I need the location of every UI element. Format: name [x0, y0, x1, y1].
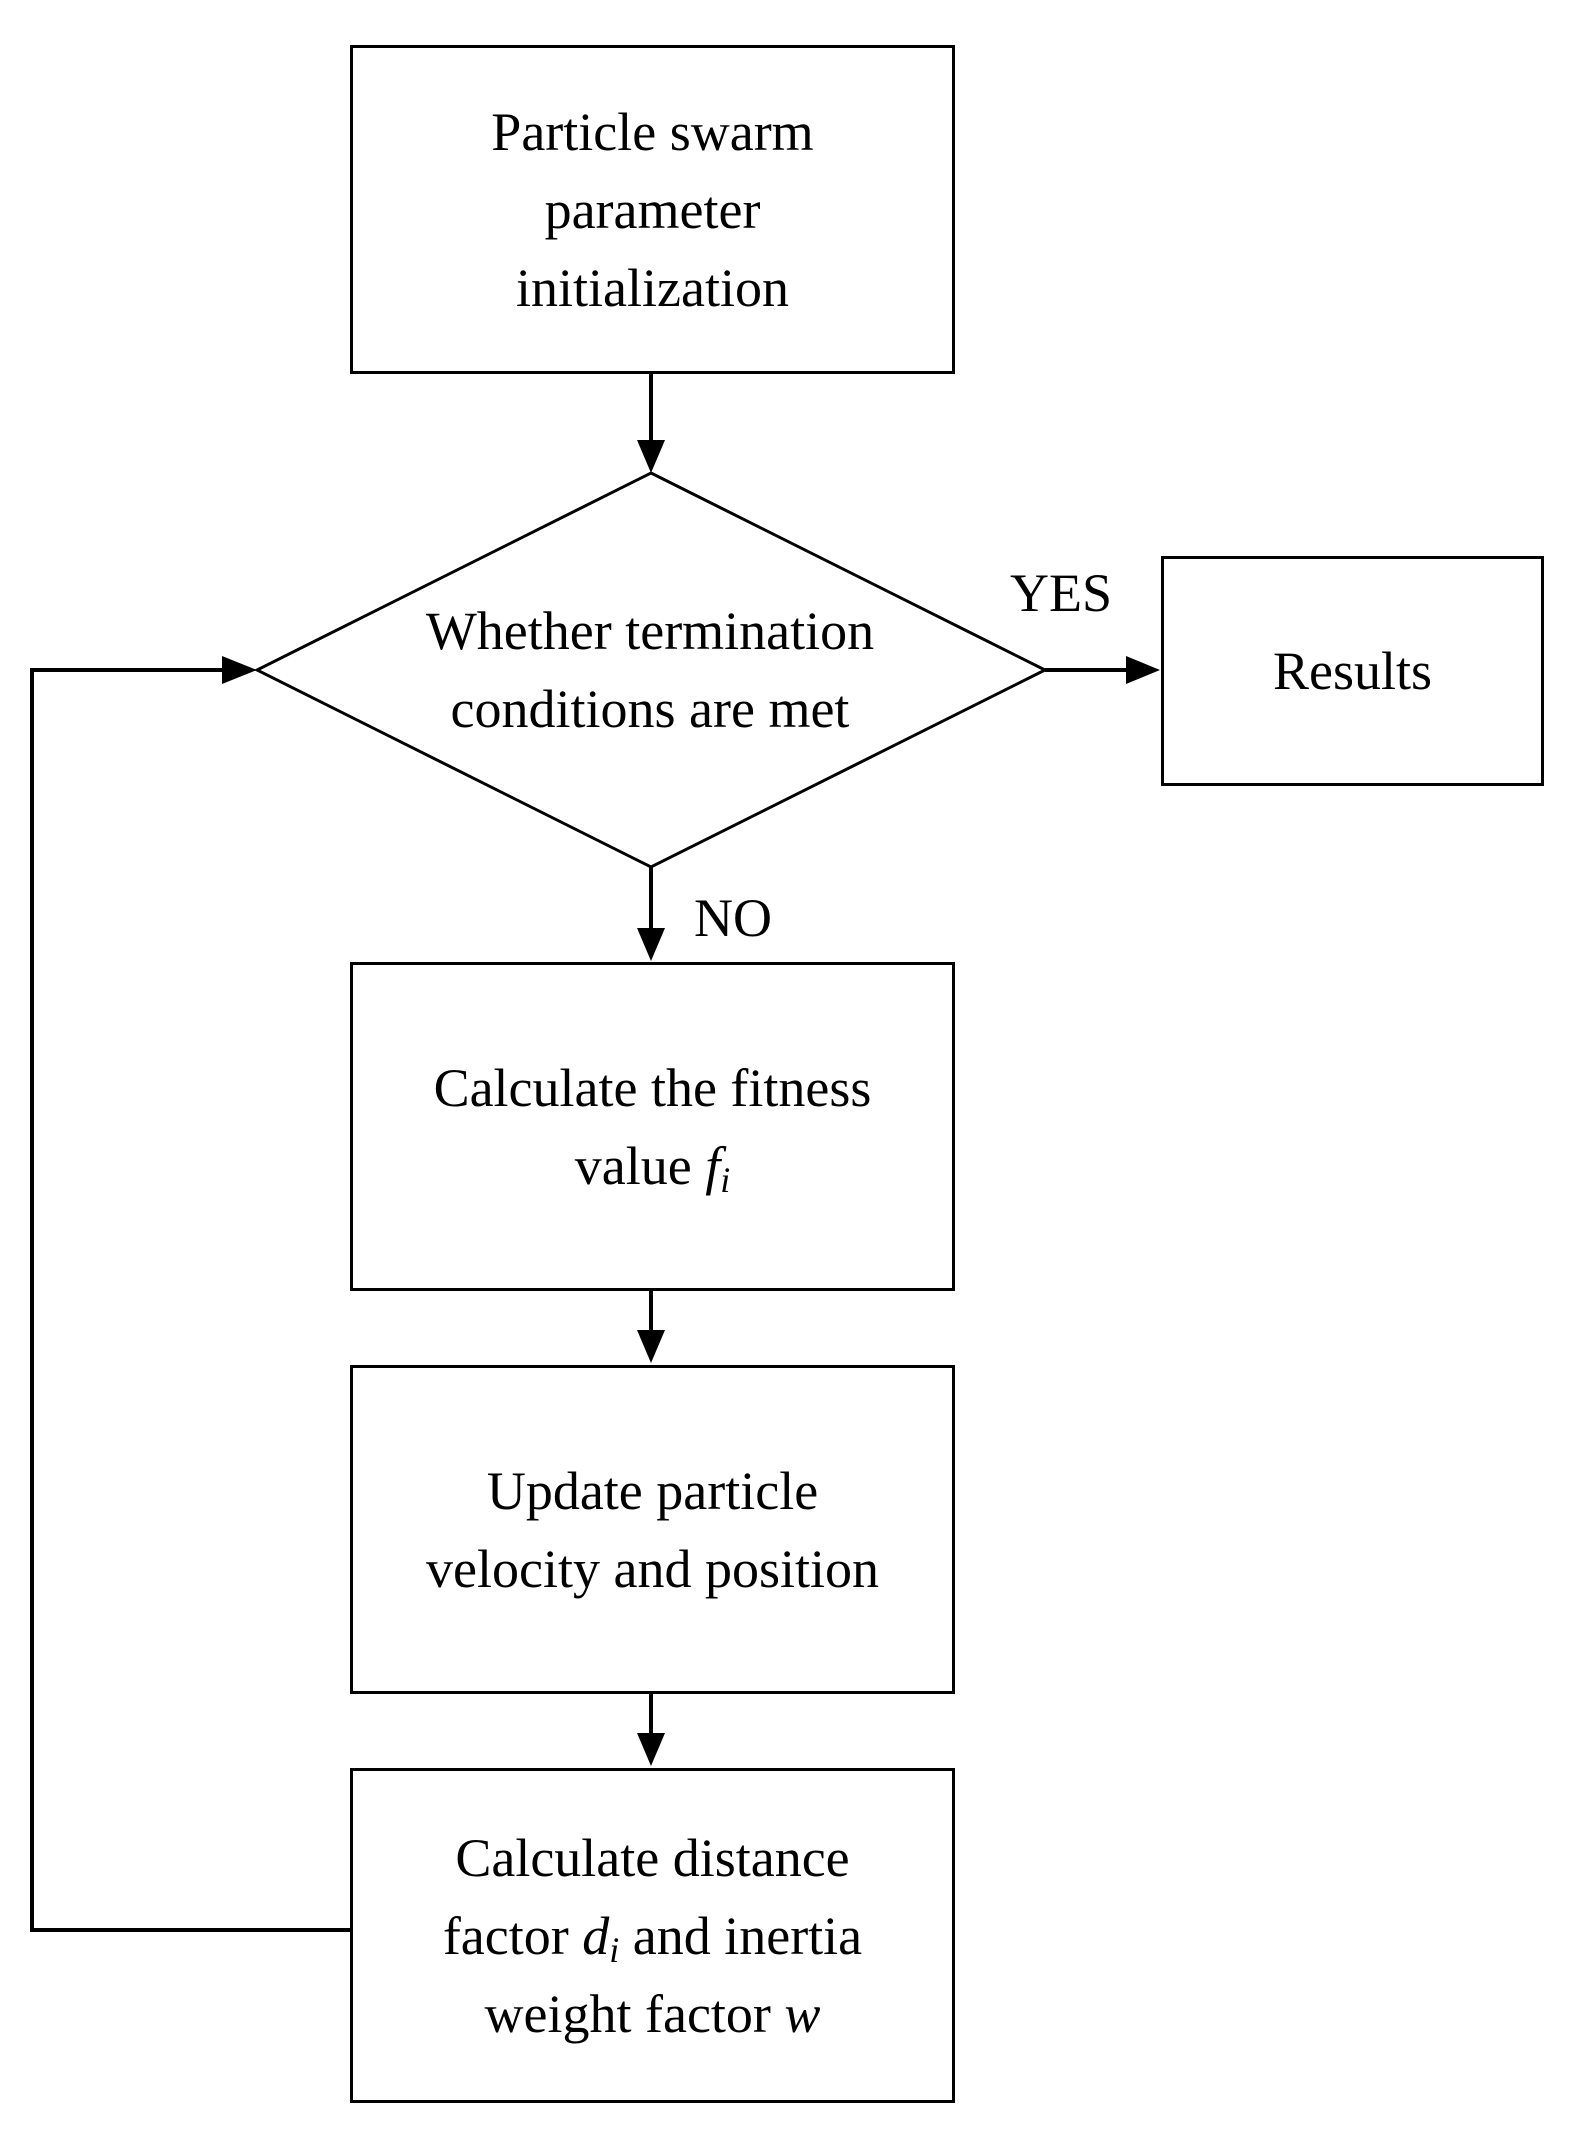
fitness-subscript: i: [720, 1159, 731, 1200]
distance-line-2: factor di and inertia: [443, 1897, 862, 1975]
fitness-line-2: value fi: [434, 1127, 872, 1205]
fitness-line-2-text: value: [574, 1135, 706, 1196]
arrow-decision-to-fitness: [637, 867, 665, 961]
fitness-variable: f: [705, 1135, 721, 1196]
arrow-fitness-to-update: [637, 1289, 665, 1363]
distance-line-1: Calculate distance: [455, 1827, 850, 1888]
yes-label: YES: [1010, 563, 1113, 623]
decision-label: Whether termination conditions are met: [280, 590, 1020, 750]
results-box: Results: [1161, 556, 1544, 786]
distance-subscript: i: [609, 1929, 620, 1970]
init-line-3: initialization: [516, 257, 789, 318]
init-box: Particle swarm parameter initialization: [350, 45, 955, 374]
distance-line-2-prefix: factor: [442, 1905, 583, 1966]
feedback-loop-arrow: [30, 656, 350, 1932]
decision-line-1: Whether termination: [425, 601, 875, 661]
distance-line-3-prefix: weight factor: [484, 1983, 785, 2044]
init-line-2: parameter: [544, 179, 761, 240]
fitness-box: Calculate the fitness value fi: [350, 962, 955, 1291]
update-line-1: Update particle: [486, 1460, 819, 1521]
no-label: NO: [694, 888, 772, 948]
arrow-init-to-decision: [637, 373, 665, 473]
decision-line-2: conditions are met: [450, 679, 850, 739]
distance-line-3: weight factor w: [443, 1975, 862, 2053]
distance-box: Calculate distance factor di and inertia…: [350, 1768, 955, 2103]
update-line-2: velocity and position: [426, 1538, 879, 1599]
distance-variable: d: [582, 1905, 610, 1966]
update-box: Update particle velocity and position: [350, 1365, 955, 1694]
results-label: Results: [1272, 641, 1433, 701]
arrow-decision-to-results: [1045, 656, 1160, 684]
arrow-update-to-distance: [637, 1692, 665, 1766]
fitness-line-1: Calculate the fitness: [433, 1057, 872, 1118]
distance-line-2-suffix: and inertia: [619, 1905, 863, 1966]
inertia-variable: w: [784, 1983, 821, 2044]
init-line-1: Particle swarm: [491, 101, 814, 162]
